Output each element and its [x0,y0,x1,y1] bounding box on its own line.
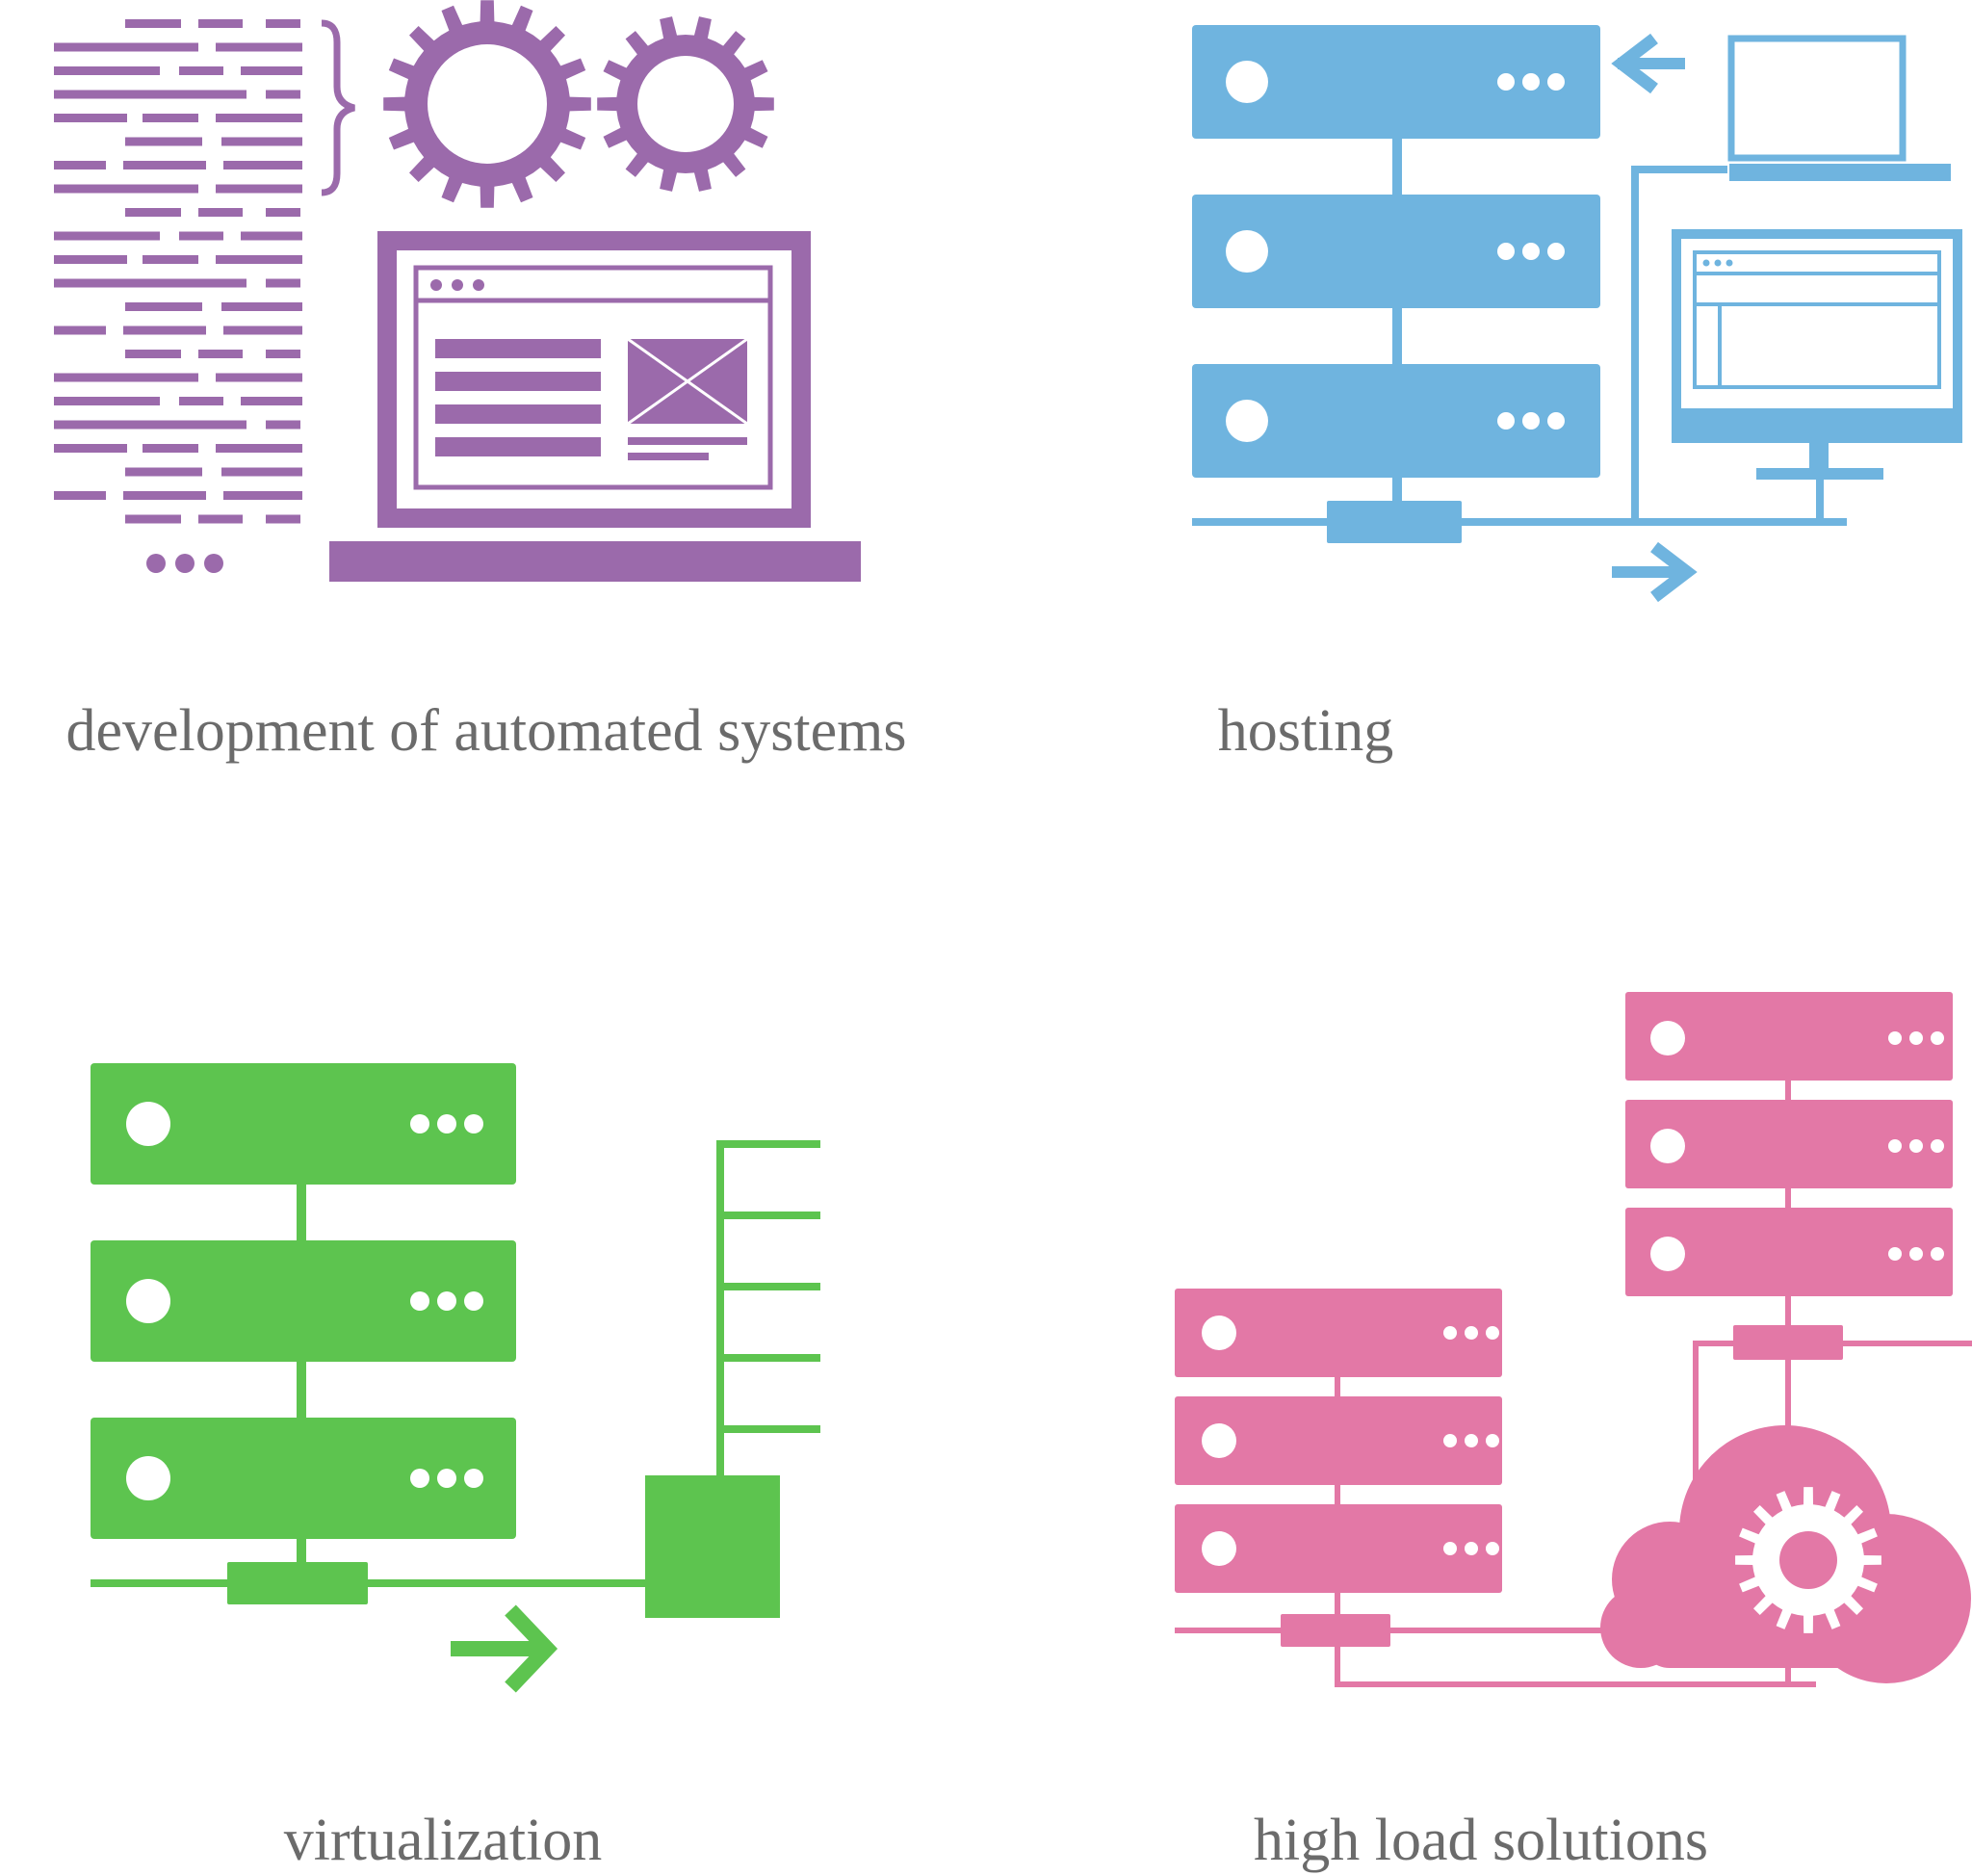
code-line [123,491,206,500]
code-line [198,19,243,28]
code-line [54,161,106,169]
code-line [143,444,198,453]
gear-shape [597,16,774,192]
code-line [266,514,300,524]
gear-icon [597,16,774,192]
caption-hosting: hosting [1217,698,1394,764]
code-line [266,208,300,217]
code-line [125,302,202,311]
code-line [216,373,302,382]
code-line [54,184,198,194]
code-line [221,137,302,146]
code-line [223,326,302,335]
servers-cloud-gear-icon [1175,992,1972,1687]
code-line [123,161,206,169]
code-line [143,114,198,122]
code-line [179,397,223,405]
code-gears-laptop-icon [54,0,861,582]
code-line [198,514,243,524]
code-line [54,491,106,500]
code-line [54,42,198,52]
gear-shape [383,0,591,208]
code-line [54,90,246,99]
panel-development: development of automated systems [0,0,986,770]
code-line [125,514,181,524]
code-line [266,420,300,430]
server-switch-icon [91,1063,820,1693]
code-line [54,373,198,382]
code-line [216,114,302,122]
code-line [266,278,300,288]
panel-hosting: hosting [986,0,1972,770]
code-line [223,161,302,169]
code-line [125,467,202,477]
code-line [125,208,181,217]
server-rack-network-icon [1192,25,1962,603]
brace-icon [321,19,355,196]
code-line [198,208,243,217]
code-line [221,467,302,477]
code-lines [54,19,302,524]
code-line [54,326,106,335]
gear-icon [1735,1487,1881,1633]
code-line [54,397,160,405]
code-line [54,231,160,241]
gear-shape [1735,1487,1881,1633]
code-line [125,137,202,146]
code-line [266,350,300,358]
code-line [54,444,127,453]
code-line [221,302,302,311]
code-line [123,326,206,335]
code-line [54,278,246,288]
code-line [216,444,302,453]
gear-icon [383,0,591,208]
code-line [54,114,127,122]
code-line [54,66,160,75]
code-line [241,66,302,75]
caption-highload: high load solutions [1254,1808,1708,1873]
caption-virtualization: virtualization [283,1808,603,1873]
code-line [54,255,127,264]
code-line [266,90,300,99]
laptop-icon [329,231,861,582]
code-line [266,19,300,28]
code-line [125,19,181,28]
code-line [241,231,302,241]
code-line [216,42,302,52]
code-line [216,184,302,194]
code-line [198,350,243,358]
code-line [143,255,198,264]
code-line [216,255,302,264]
code-line [179,231,223,241]
code-line [54,420,246,430]
code-line [241,397,302,405]
code-line [223,491,302,500]
caption-development: development of automated systems [65,698,907,764]
panel-highload: high load solutions [986,963,1972,1876]
code-line [125,350,181,358]
panel-virtualization: virtualization [0,963,986,1876]
code-line [179,66,223,75]
